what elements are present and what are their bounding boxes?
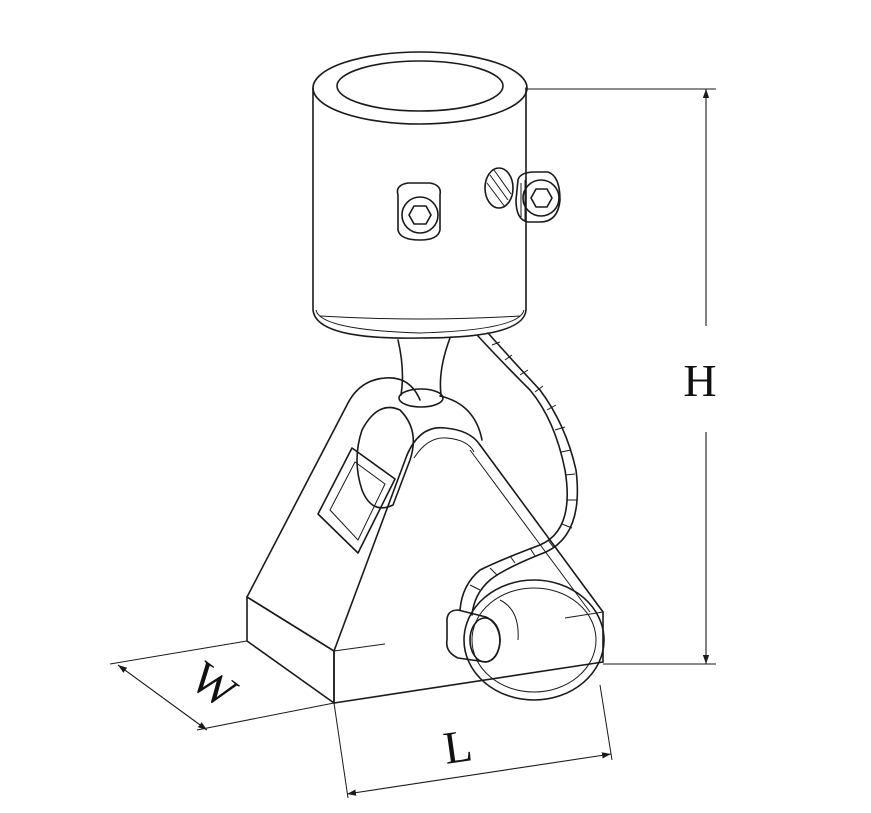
length-label: L	[440, 719, 475, 773]
lanyard-cable	[459, 332, 579, 616]
set-screw-side-loose	[484, 167, 514, 209]
height-label: H	[683, 355, 716, 406]
length-extension-right	[599, 684, 613, 761]
release-ring	[463, 579, 605, 701]
base-block	[246, 596, 604, 704]
length-arrow	[346, 752, 612, 796]
height-dimension: H	[526, 88, 717, 665]
width-extension-back	[109, 640, 248, 665]
width-extension-front	[196, 702, 335, 731]
width-arrow	[117, 664, 208, 731]
quick-release-pin	[445, 599, 519, 663]
length-extension-left	[333, 702, 349, 799]
set-screw-front	[396, 182, 442, 241]
set-screw-side	[515, 171, 561, 223]
triangular-yoke	[246, 377, 604, 652]
cylinder-head	[312, 51, 528, 339]
length-dimension: L	[333, 684, 613, 799]
width-dimension: W	[109, 640, 335, 731]
width-label: W	[181, 651, 247, 718]
ball-joint	[356, 337, 451, 509]
